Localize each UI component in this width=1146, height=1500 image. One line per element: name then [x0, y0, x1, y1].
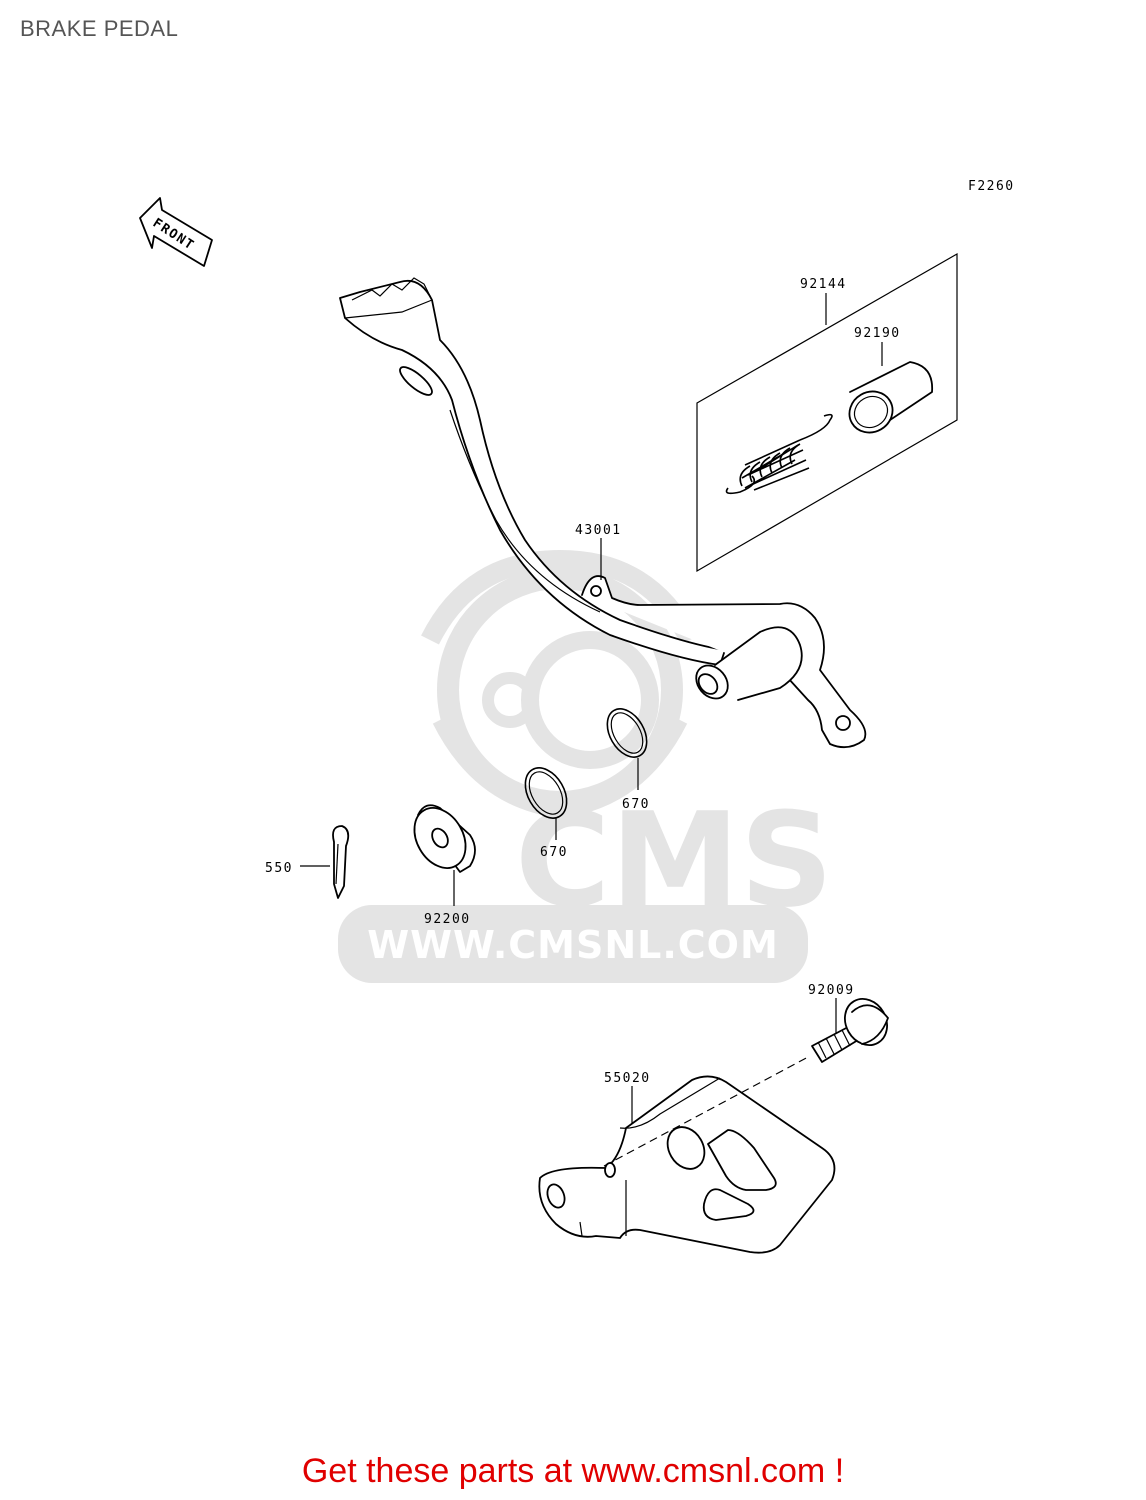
part-labels: 92144 92190 43001 670 670 550 92200 9200…	[265, 277, 901, 1086]
label-43001: 43001	[575, 523, 622, 538]
watermark-url-pill	[338, 905, 808, 983]
label-92144: 92144	[800, 277, 847, 292]
part-92190	[848, 361, 933, 434]
label-92200: 92200	[424, 912, 471, 927]
label-55020: 55020	[604, 1071, 651, 1086]
watermark-url: WWW.CMSNL.COM	[367, 923, 779, 967]
part-670-b	[524, 767, 568, 819]
label-670-a: 670	[622, 797, 650, 812]
part-92200	[413, 804, 476, 873]
watermark: CMS WWW.CMSNL.COM	[338, 549, 833, 983]
diagram-code: F2260	[968, 179, 1015, 194]
footer-link[interactable]: Get these parts at www.cmsnl.com !	[301, 1452, 845, 1490]
leader-lines	[300, 293, 883, 1124]
part-92009	[811, 998, 889, 1063]
part-55020	[538, 1075, 836, 1254]
part-550	[332, 825, 350, 899]
front-arrow: FRONT	[139, 197, 213, 267]
spring	[725, 413, 833, 495]
part-670-a	[606, 708, 648, 758]
label-550: 550	[265, 861, 293, 876]
watermark-mascot	[421, 549, 699, 819]
label-92190: 92190	[854, 326, 901, 341]
label-670-b: 670	[540, 845, 568, 860]
label-92009: 92009	[808, 983, 855, 998]
kit-box	[696, 252, 958, 573]
part-43001	[339, 277, 867, 749]
page-title: BRAKE PEDAL	[20, 16, 179, 41]
